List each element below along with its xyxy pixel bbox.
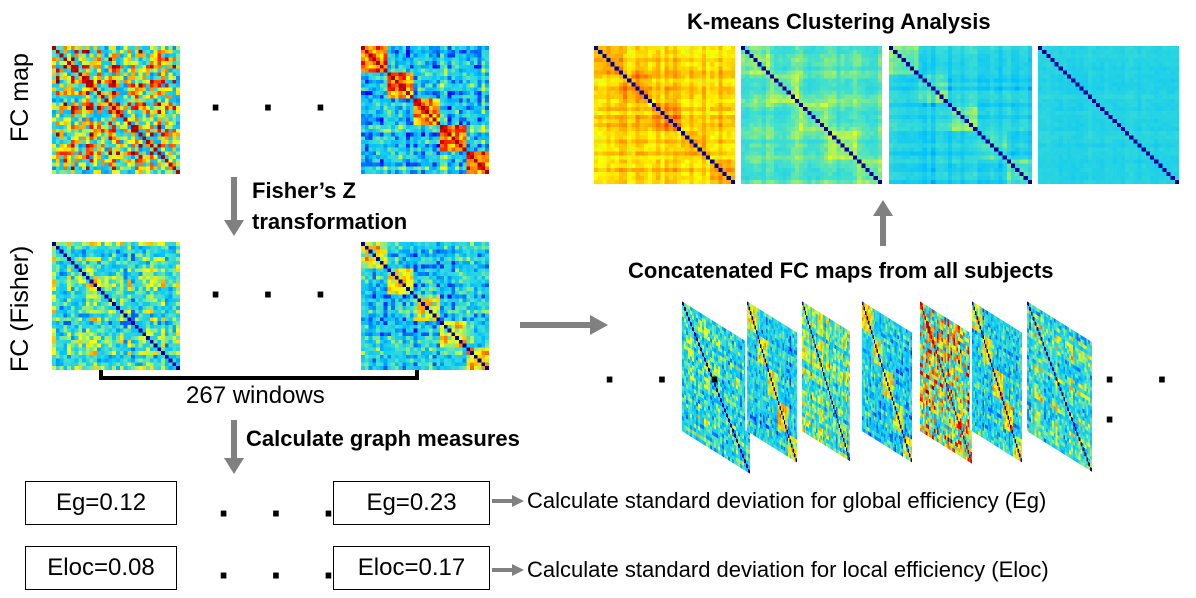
fc-fisher-ellipsis: · · ·	[210, 273, 343, 317]
eloc-first-box: Eloc=0.08	[25, 546, 177, 590]
eloc-ellipsis: · · ·	[218, 554, 351, 598]
concat-matrix-3	[800, 300, 850, 462]
eg-last-box: Eg=0.23	[333, 481, 490, 525]
eloc-last-box: Eloc=0.17	[333, 546, 490, 590]
graph-step-label: Calculate graph measures	[246, 426, 520, 451]
kmeans-centroid-4	[1038, 46, 1179, 184]
windows-bracket	[99, 366, 419, 380]
kmeans-arrow	[873, 200, 893, 246]
eg-first-box: Eg=0.12	[25, 481, 177, 525]
fc-fisher-matrix-first	[52, 242, 180, 370]
fc-fisher-matrix-last	[361, 242, 489, 370]
kmeans-centroid-3	[889, 46, 1032, 184]
fisher-step-line1: Fisher’s Z	[252, 178, 356, 203]
fc-map-ellipsis: · · ·	[210, 86, 343, 130]
graph-arrow	[224, 420, 244, 474]
concat-ellipsis-right: · · ·	[1104, 358, 1184, 442]
concat-label: Concatenated FC maps from all subjects	[628, 258, 1054, 283]
concat-matrix-2	[745, 300, 797, 463]
eloc-description: Calculate standard deviation for local e…	[527, 557, 1049, 582]
concat-matrix-6	[970, 300, 1022, 463]
fc-map-matrix-last	[361, 46, 489, 174]
fc-map-label: FC map	[6, 53, 34, 142]
kmeans-title: K-means Clustering Analysis	[687, 9, 991, 34]
eg-arrow	[492, 495, 524, 507]
eg-description: Calculate standard deviation for global …	[527, 488, 1047, 513]
concat-ellipsis-left: · · ·	[604, 358, 737, 402]
fc-fisher-label: FC (Fisher)	[6, 245, 34, 372]
kmeans-centroid-1	[594, 46, 735, 184]
eg-ellipsis: · · ·	[218, 492, 351, 536]
fc-map-matrix-first	[52, 46, 180, 174]
fisher-arrow	[224, 177, 244, 236]
concat-matrix-4	[860, 300, 912, 463]
windows-label: 267 windows	[186, 382, 325, 409]
kmeans-centroid-2	[741, 46, 882, 184]
concat-matrix-7	[1025, 300, 1092, 472]
fisher-step-line2: transformation	[252, 209, 408, 234]
concat-matrix-1	[680, 300, 750, 474]
eloc-arrow	[492, 564, 524, 576]
concat-arrow	[520, 315, 608, 335]
